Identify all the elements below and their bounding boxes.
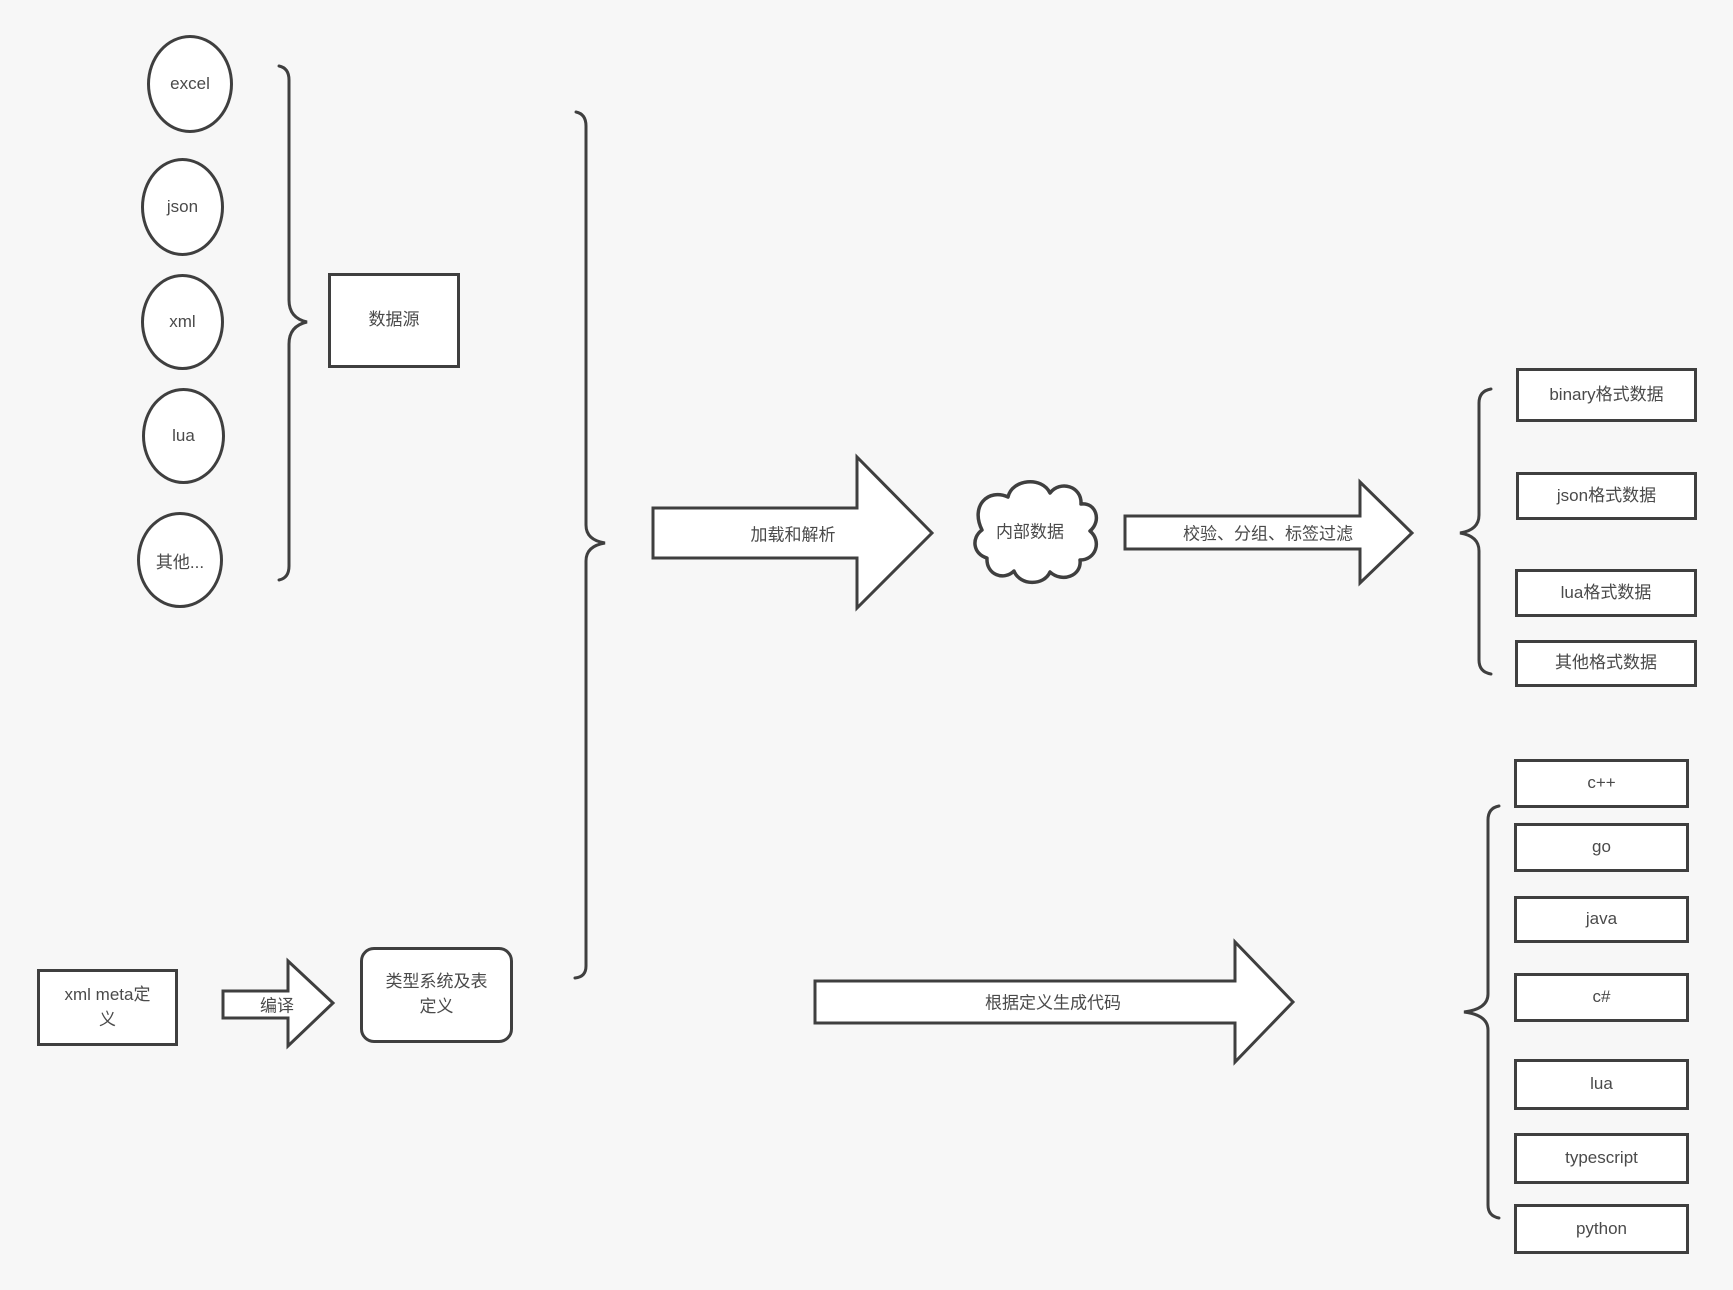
load-parse-arrow [651,453,935,612]
language-label: typescript [1565,1148,1638,1168]
filter-arrow-label: 校验、分组、标签过滤 [1183,524,1353,544]
xml-meta-box: xml meta定 义 [37,969,178,1046]
language-label: lua [1590,1074,1613,1094]
source-ellipse-other: 其他... [137,512,223,608]
format-box-lua: lua格式数据 [1515,569,1697,617]
data-source-label: 数据源 [368,310,420,330]
format-label: binary格式数据 [1549,384,1664,404]
language-label: java [1585,909,1618,929]
format-box-json: json格式数据 [1516,472,1697,520]
source-label: 其他... [155,552,205,572]
generate-arrow-label: 根据定义生成代码 [985,993,1121,1013]
language-label: go [1592,837,1611,857]
sources-brace [277,64,308,582]
source-label: json [166,197,199,216]
format-box-other: 其他格式数据 [1515,640,1697,687]
language-label: c# [1592,987,1611,1007]
type-system-label: 类型系统及表 定义 [385,972,488,1016]
data-source-box: 数据源 [328,273,460,368]
language-box-cpp: c++ [1514,759,1689,808]
source-label: xml [169,312,196,331]
filter-arrow [1123,478,1415,587]
generate-arrow [813,938,1296,1066]
language-label: python [1575,1218,1628,1238]
languages-brace [1463,804,1501,1220]
format-label: lua格式数据 [1560,582,1652,602]
format-box-binary: binary格式数据 [1516,368,1697,422]
source-label: lua [172,426,195,445]
language-box-java: java [1514,896,1689,943]
internal-data-label: 内部数据 [996,522,1064,542]
compile-arrow [221,957,336,1050]
language-box-csharp: c# [1514,973,1689,1022]
language-box-lua: lua [1514,1059,1689,1110]
source-ellipse-excel: excel [147,35,233,133]
language-box-python: python [1514,1204,1689,1254]
source-ellipse-json: json [141,158,224,256]
internal-data-cloud [973,480,1099,585]
type-system-box: 类型系统及表 定义 [360,947,513,1043]
source-ellipse-lua: lua [142,388,225,484]
main-brace [573,110,606,980]
format-label: json格式数据 [1556,485,1657,505]
language-label: c++ [1587,773,1616,793]
format-label: 其他格式数据 [1555,653,1657,673]
source-label: excel [170,74,210,93]
language-box-go: go [1514,823,1689,872]
formats-brace [1459,387,1493,676]
compile-arrow-label: 编译 [260,996,294,1016]
language-box-typescript: typescript [1514,1133,1689,1184]
source-ellipse-xml: xml [141,274,224,370]
xml-meta-label: xml meta定 义 [64,984,151,1029]
load-parse-arrow-label: 加载和解析 [750,525,836,545]
